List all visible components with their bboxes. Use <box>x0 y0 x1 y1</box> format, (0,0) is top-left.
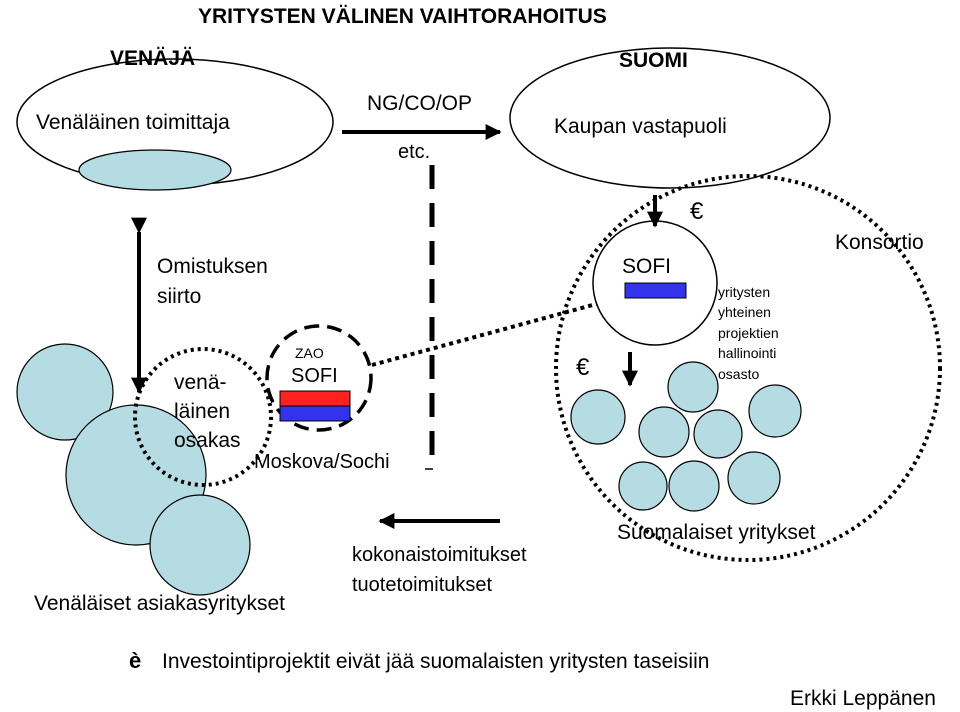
russia-label: VENÄJÄ <box>110 47 196 70</box>
management-label-5: osasto <box>718 366 760 382</box>
russian-supplier-inner-ellipse <box>78 149 232 191</box>
management-label-1: yritysten <box>718 284 771 300</box>
zao-label: ZAO <box>295 345 324 361</box>
russian-customer-circle <box>16 343 114 441</box>
zao-sofi-red-bar <box>279 390 351 407</box>
deliveries-label-1: kokonaistoimitukset <box>352 544 527 566</box>
finnish-companies-label: Suomalaiset yritykset <box>617 521 816 544</box>
zao-sofi-label: SOFI <box>291 365 338 387</box>
counterparty-label: Kaupan vastapuoli <box>554 115 727 138</box>
russian-owner-dotted-circle <box>133 347 273 487</box>
ownership-transfer-label-1: Omistuksen <box>157 255 268 278</box>
finnish-company-circle <box>570 389 626 445</box>
finnish-company-circle <box>727 451 781 505</box>
finnish-company-circle <box>693 409 743 459</box>
management-label-3: projektien <box>718 325 779 341</box>
russian-owner-label-2: läinen <box>174 400 231 423</box>
euro-top-label: € <box>690 198 704 225</box>
zao-sofi-dashed-circle <box>265 324 373 432</box>
etc-label: etc. <box>398 141 431 163</box>
russian-owner-label-1: venä- <box>174 371 227 394</box>
russian-customer-circle <box>149 494 251 596</box>
moscow-sochi-label: Moskova/Sochi <box>254 451 390 473</box>
sofi-label: SOFI <box>622 255 672 278</box>
finnish-company-circle <box>618 461 668 511</box>
sofi-blue-bar <box>624 282 687 299</box>
finnish-company-circle <box>668 460 720 512</box>
finnish-company-circle <box>748 384 802 438</box>
deliveries-label-2: tuotetoimitukset <box>352 574 493 596</box>
finnish-company-circle <box>638 406 690 458</box>
diagram-title: YRITYSTEN VÄLINEN VAIHTORAHOITUS <box>198 5 607 28</box>
ownership-transfer-label-2: siirto <box>157 285 202 308</box>
russian-owner-label-3: osakas <box>174 429 241 452</box>
konsortio-dotted-circle <box>554 174 942 562</box>
finland-label: SUOMI <box>619 49 688 72</box>
ng-co-op-label: NG/CO/OP <box>367 92 473 115</box>
counterparty-ellipse <box>509 47 831 189</box>
russian-supplier-label: Venäläinen toimittaja <box>36 111 230 134</box>
conclusion-arrow-icon: è <box>129 648 142 673</box>
zao-sofi-blue-bar <box>279 405 351 422</box>
konsortio-label: Konsortio <box>835 231 924 254</box>
author-label: Erkki Leppänen <box>790 687 936 710</box>
management-label-2: yhteinen <box>718 304 771 320</box>
russian-customers-label: Venäläiset asiakasyritykset <box>34 592 285 615</box>
finnish-company-circle <box>667 361 719 413</box>
conclusion-label: Investointiprojektit eivät jää suomalais… <box>162 650 710 673</box>
euro-left-label: € <box>576 354 590 381</box>
management-label-4: hallinointi <box>718 345 777 361</box>
